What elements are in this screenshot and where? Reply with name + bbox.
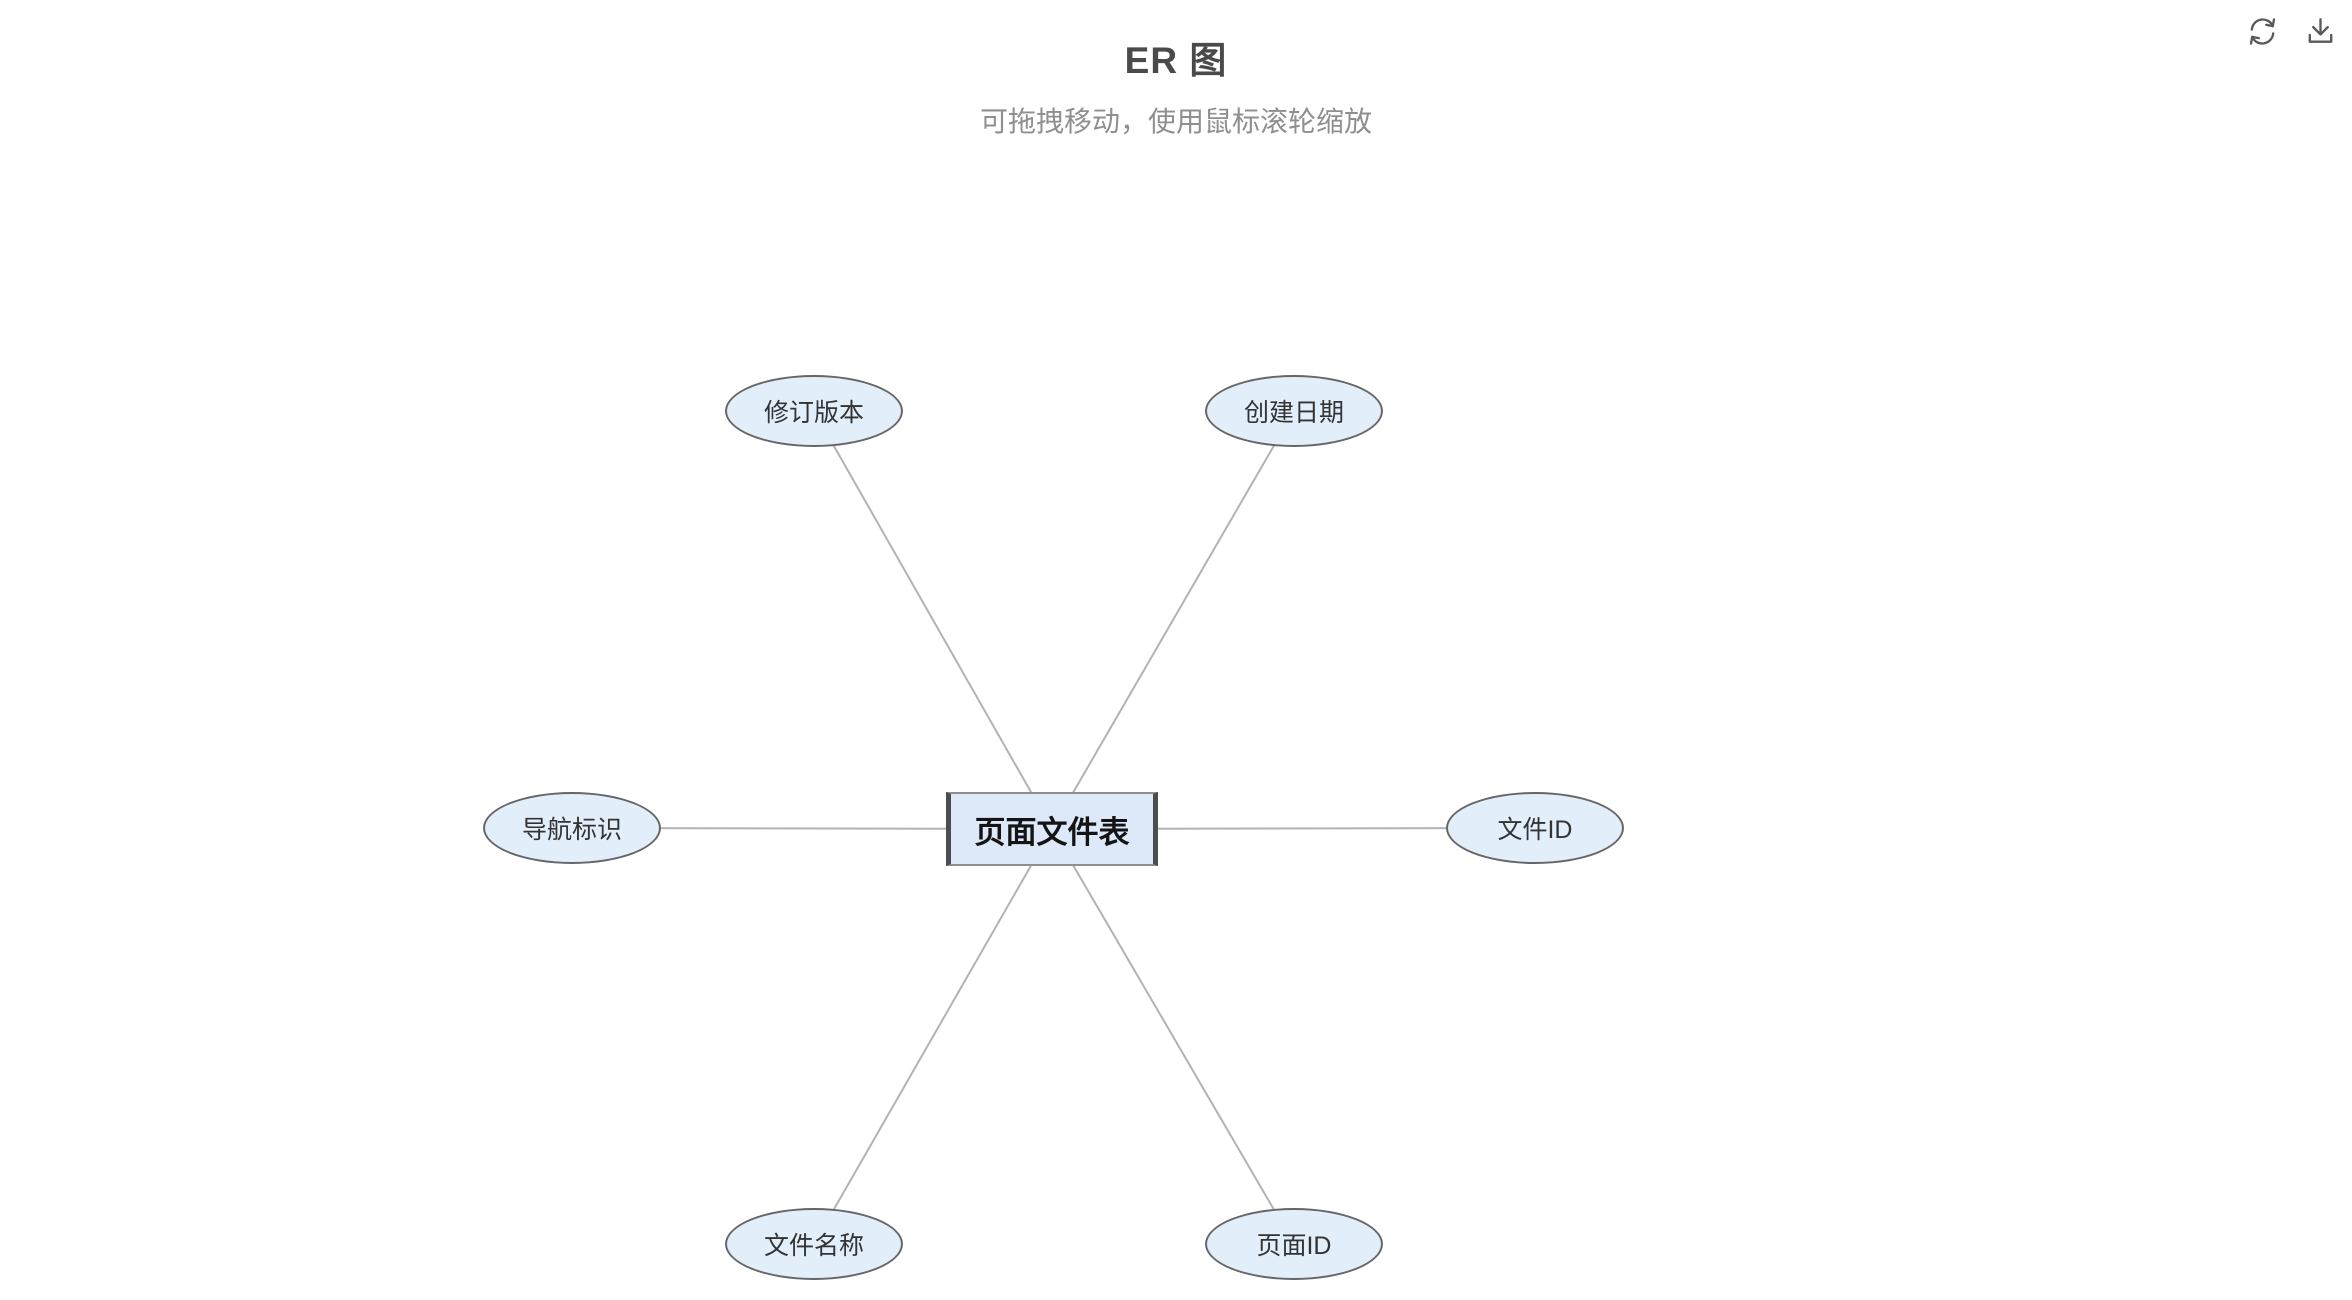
- attribute-label: 文件名称: [763, 1232, 864, 1260]
- download-icon: [2308, 17, 2332, 43]
- attribute-label: 页面ID: [1256, 1232, 1332, 1260]
- edge: [813, 828, 1053, 1245]
- download-button[interactable]: [2302, 12, 2338, 50]
- attribute-label: 文件ID: [1497, 816, 1573, 844]
- attribute-node-file-name[interactable]: 文件名称: [725, 1208, 903, 1280]
- attribute-node-file-id[interactable]: 文件ID: [1446, 792, 1624, 864]
- entity-label: 页面文件表: [974, 814, 1130, 850]
- entity-node-page-file-table[interactable]: 页面文件表: [946, 792, 1158, 866]
- refresh-button[interactable]: [2244, 12, 2280, 50]
- attribute-node-page-id[interactable]: 页面ID: [1205, 1208, 1383, 1280]
- attribute-label: 导航标识: [521, 816, 622, 844]
- edge: [813, 410, 1053, 830]
- attribute-node-revision[interactable]: 修订版本: [725, 375, 903, 447]
- attribute-label: 修订版本: [763, 399, 864, 427]
- attribute-label: 创建日期: [1243, 399, 1344, 427]
- refresh-icon: [2249, 17, 2275, 45]
- edge: [1051, 828, 1295, 1245]
- attribute-node-nav-id[interactable]: 导航标识: [483, 792, 661, 864]
- attribute-node-create-date[interactable]: 创建日期: [1205, 375, 1383, 447]
- edge: [1051, 410, 1295, 830]
- toolbar: [2244, 12, 2338, 50]
